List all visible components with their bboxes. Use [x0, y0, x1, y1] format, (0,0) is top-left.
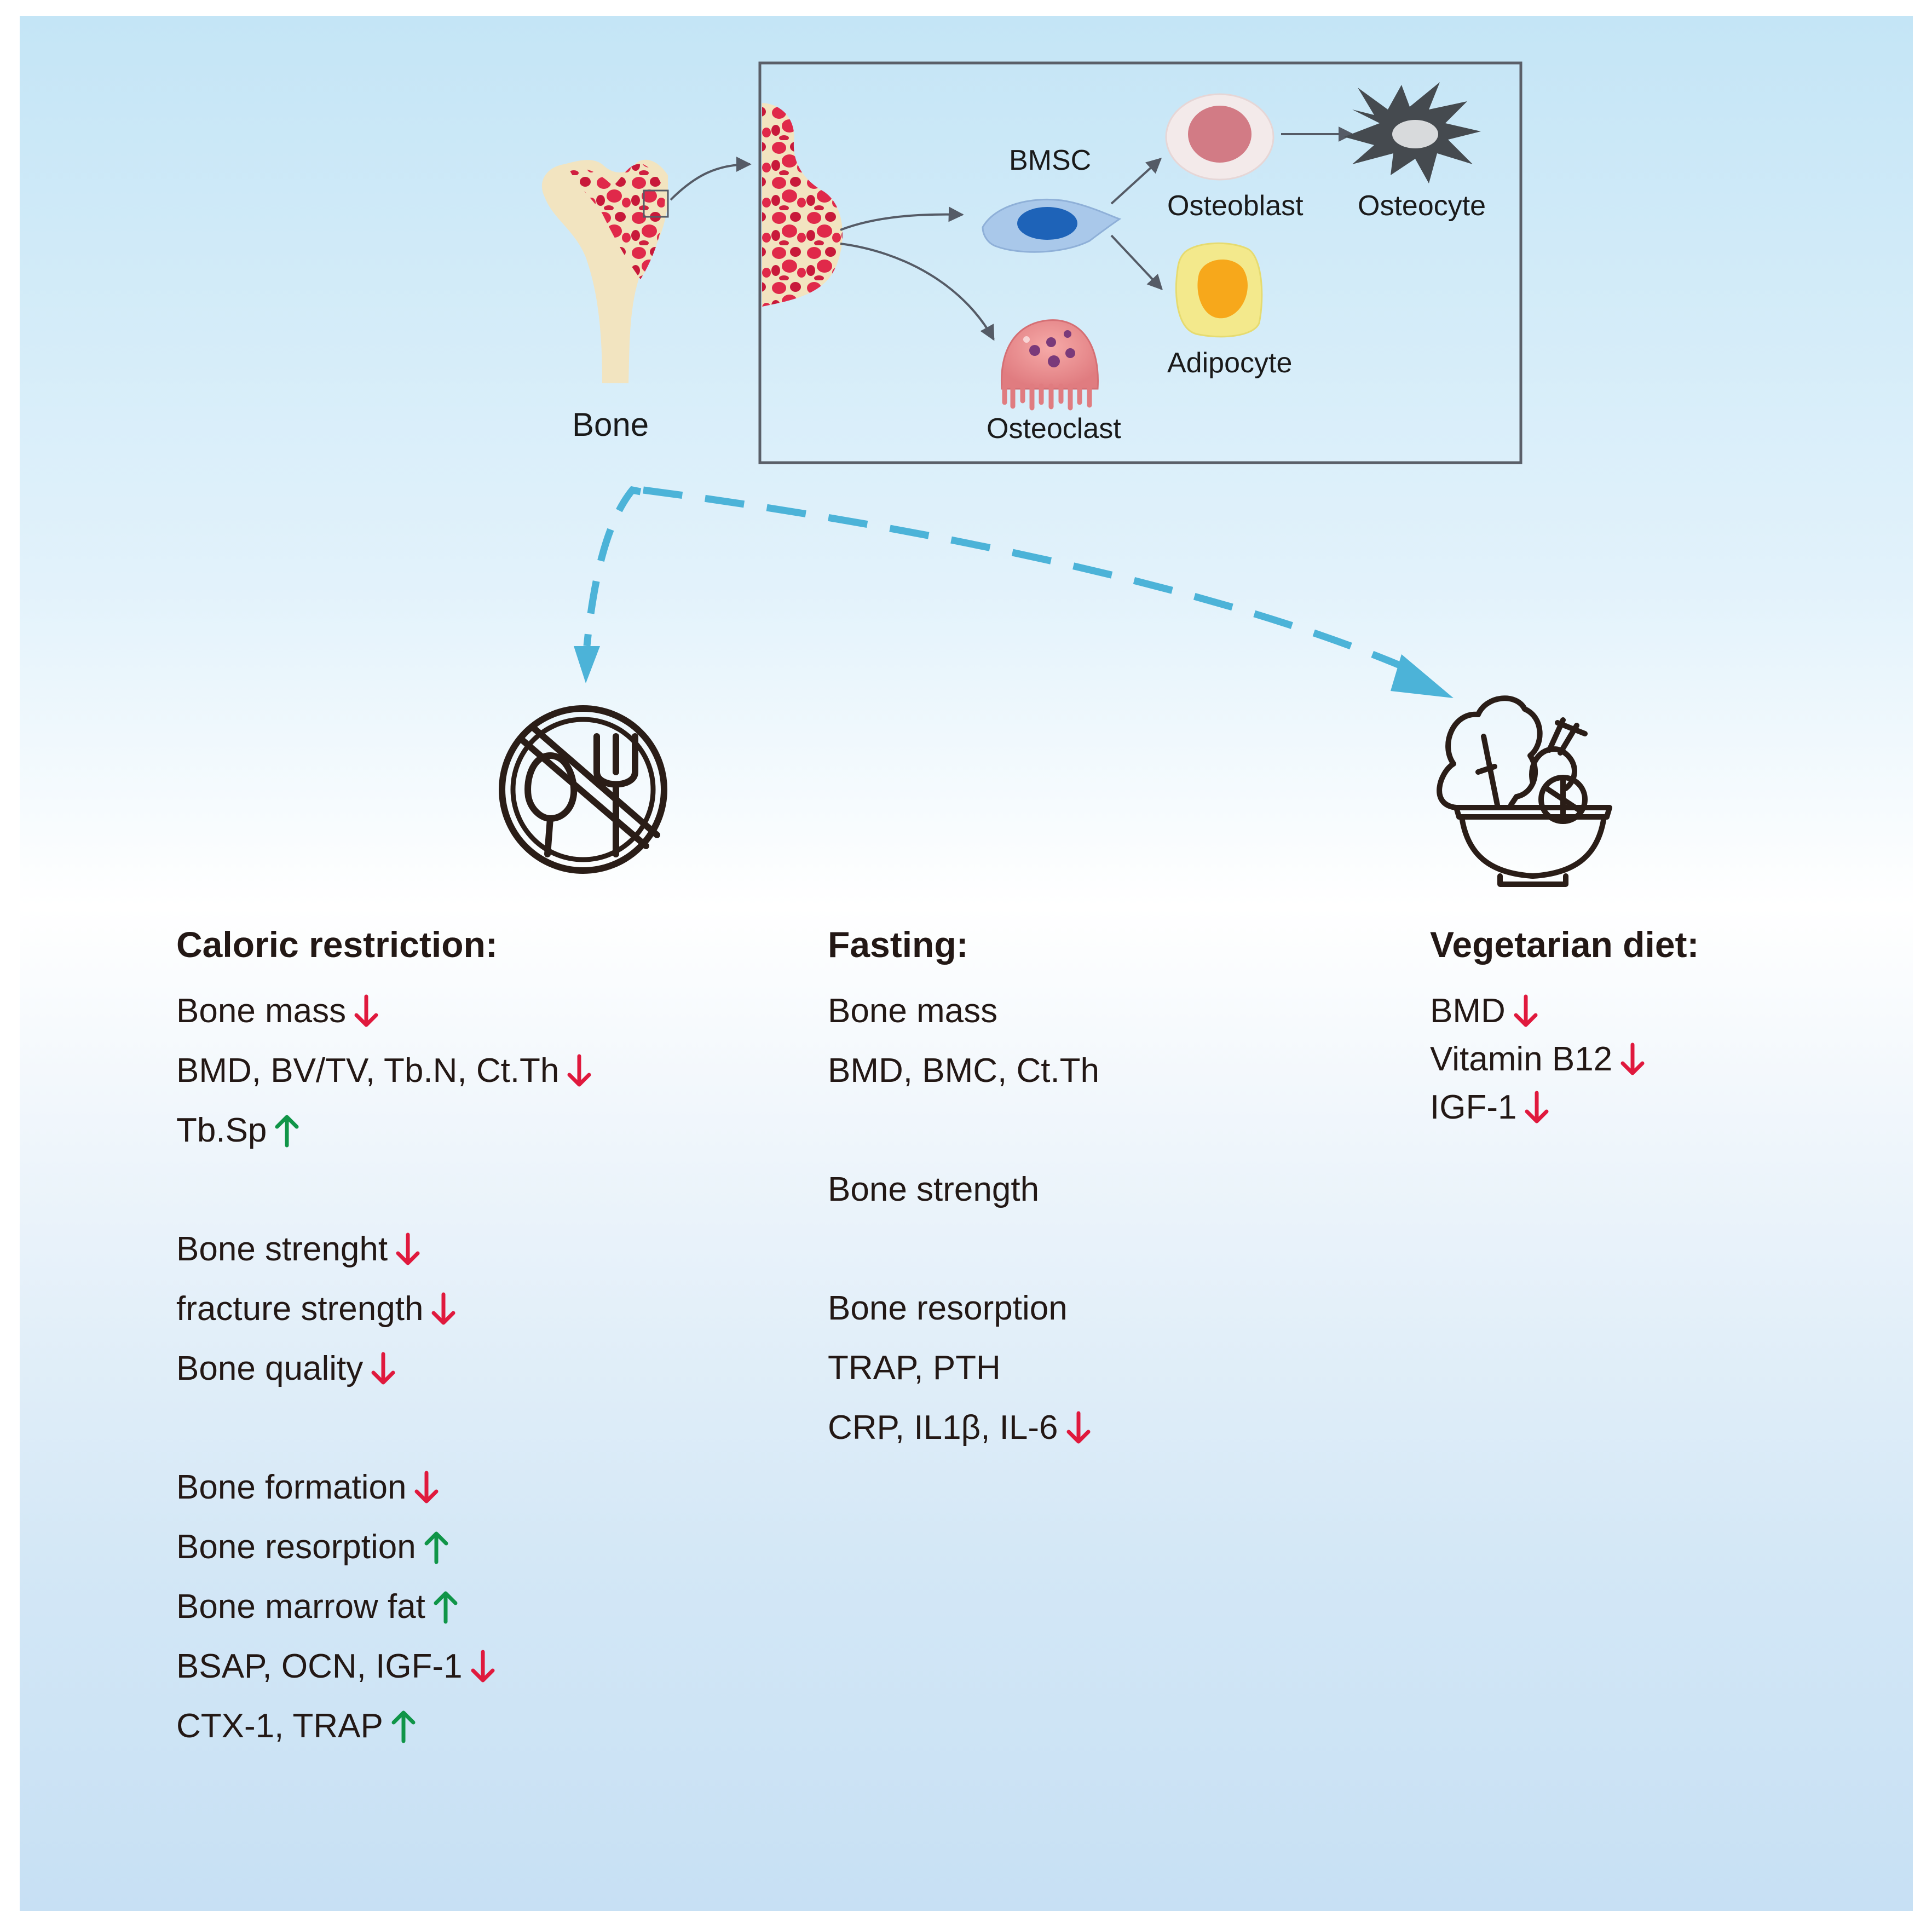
arrow-down-icon: [1514, 994, 1538, 1027]
bmsc-label: BMSC: [1009, 145, 1092, 176]
effect-label: fracture strength: [176, 1290, 424, 1328]
effect-label: Bone mass: [176, 992, 347, 1030]
effect-item: Bone mass: [828, 994, 1099, 1054]
effect-label: Bone mass: [828, 992, 998, 1030]
effect-label: BSAP, OCN, IGF-1: [176, 1647, 463, 1685]
background-panel: [20, 16, 1913, 1911]
effect-item: fracture strength: [176, 1292, 592, 1352]
column-title: Fasting:: [828, 924, 968, 965]
osteocyte-label: Osteocyte: [1358, 190, 1486, 222]
effect-item: CTX-1, TRAP: [176, 1709, 592, 1769]
arrow-up-icon: [391, 1710, 416, 1743]
effect-item: Bone marrow fat: [176, 1590, 592, 1650]
arrow-down-icon: [396, 1232, 420, 1265]
arrow-down-icon: [431, 1292, 455, 1325]
arrow-down-icon: [471, 1650, 495, 1683]
effect-label: BMD: [1430, 992, 1506, 1030]
effect-item: Bone mass: [176, 994, 592, 1054]
effect-label: Bone strength: [828, 1171, 1040, 1208]
group-spacer: [828, 1114, 1099, 1173]
column-title: Vegetarian diet:: [1430, 924, 1699, 965]
dashed-arrows: [574, 486, 1454, 698]
effect-item: BMD, BMC, Ct.Th: [828, 1054, 1099, 1114]
effect-item: Bone resorption: [828, 1292, 1099, 1351]
effect-item: BMD: [1430, 994, 1699, 1042]
arrow-down-icon: [1620, 1042, 1645, 1075]
no-food-icon: [499, 705, 667, 874]
bone-illustration: [541, 157, 752, 383]
arrow-down-icon: [1525, 1091, 1549, 1124]
column-title: Caloric restriction:: [176, 924, 498, 965]
adipocyte-label: Adipocyte: [1167, 347, 1293, 379]
arrow-down-icon: [1066, 1411, 1090, 1444]
effect-label: BMD, BV/TV, Tb.N, Ct.Th: [176, 1052, 560, 1090]
effect-item: Vitamin B12: [1430, 1042, 1699, 1091]
group-spacer: [828, 1232, 1099, 1292]
effect-item: Bone formation: [176, 1471, 592, 1530]
effect-item: BMD, BV/TV, Tb.N, Ct.Th: [176, 1054, 592, 1114]
adipocyte-cell: [1175, 242, 1263, 338]
osteocyte-cell: [1344, 82, 1481, 183]
arrow-down-icon: [354, 994, 378, 1027]
effect-item: Bone strength: [828, 1173, 1099, 1232]
effect-label: CRP, IL1β, IL-6: [828, 1409, 1058, 1447]
arrow-down-icon: [371, 1352, 395, 1385]
bmsc-cell: [982, 198, 1122, 253]
effect-label: Bone quality: [176, 1350, 364, 1387]
group-spacer: [176, 1412, 592, 1471]
effect-label: Tb.Sp: [176, 1111, 267, 1149]
effect-label: Bone resorption: [176, 1528, 416, 1566]
effect-label: Vitamin B12: [1430, 1040, 1613, 1078]
osteoblast-label: Osteoblast: [1167, 190, 1304, 222]
effect-item: IGF-1: [1430, 1091, 1699, 1139]
arrow-up-icon: [424, 1531, 448, 1564]
arrow-down-icon: [567, 1054, 591, 1087]
effect-item: BSAP, OCN, IGF-1: [176, 1650, 592, 1709]
group-spacer: [176, 1173, 592, 1232]
cell-lineage-inset: [758, 61, 1522, 464]
effect-label: Bone marrow fat: [176, 1588, 425, 1626]
effect-item: Bone quality: [176, 1352, 592, 1412]
salad-bowl-icon: [1437, 695, 1612, 887]
effect-label: IGF-1: [1430, 1088, 1517, 1126]
marrow-closeup: [762, 103, 843, 307]
effect-label: Bone formation: [176, 1468, 407, 1506]
effect-label: TRAP, PTH: [828, 1349, 1001, 1387]
bone-label: Bone: [572, 406, 649, 443]
effect-item: Bone resorption: [176, 1530, 592, 1590]
effect-label: Bone resorption: [828, 1289, 1068, 1327]
arrow-down-icon: [414, 1471, 439, 1503]
arrow-up-icon: [434, 1591, 458, 1624]
effect-label: Bone strenght: [176, 1230, 388, 1268]
effect-item: TRAP, PTH: [828, 1351, 1099, 1411]
osteoclast-label: Osteoclast: [987, 413, 1121, 445]
effect-item: Bone strenght: [176, 1232, 592, 1292]
effect-label: CTX-1, TRAP: [176, 1707, 383, 1745]
osteoblast-cell: [1165, 93, 1274, 181]
effect-item: Tb.Sp: [176, 1114, 592, 1173]
arrow-up-icon: [275, 1115, 299, 1148]
osteoclast-cell: [1000, 319, 1099, 411]
effect-label: BMD, BMC, Ct.Th: [828, 1052, 1100, 1090]
effect-item: CRP, IL1β, IL-6: [828, 1411, 1099, 1471]
